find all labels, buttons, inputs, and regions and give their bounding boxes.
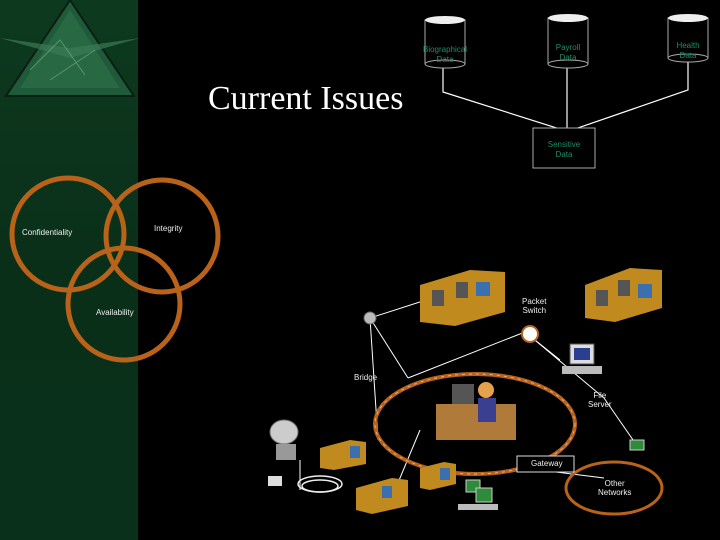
gateway-label: Gateway [531,459,563,468]
file-server-workstation [562,343,602,374]
database-health [667,14,709,63]
workstation-cluster-5 [420,462,456,490]
sensitive-data-hub [532,127,596,169]
database-biographical [424,16,466,69]
bridge-label: Bridge [354,373,378,382]
green-terminals [458,439,645,510]
db-connectors [442,58,689,131]
other-networks-ring [564,460,664,516]
workstation-cluster-4 [356,478,408,514]
cable-coil [297,475,343,493]
central-user-desk [436,382,516,440]
satellite-dish [268,419,299,486]
packet-switch-node [521,325,539,343]
bridge-node [363,311,377,325]
slide-title: Current Issues [208,80,404,117]
workstation-cluster-2 [585,268,662,322]
database-payroll [547,14,589,69]
availability-circle [65,245,183,363]
availability-label: Availability [96,308,134,317]
integrity-circle [103,177,221,295]
triangle-logo [0,0,140,97]
gateway-box [516,455,575,473]
confidentiality-label: Confidentiality [22,228,73,237]
cia-circles [9,175,221,363]
workstation-cluster-1 [420,270,505,326]
workstation-cluster-3 [320,440,366,470]
integrity-label: Integrity [154,224,183,233]
